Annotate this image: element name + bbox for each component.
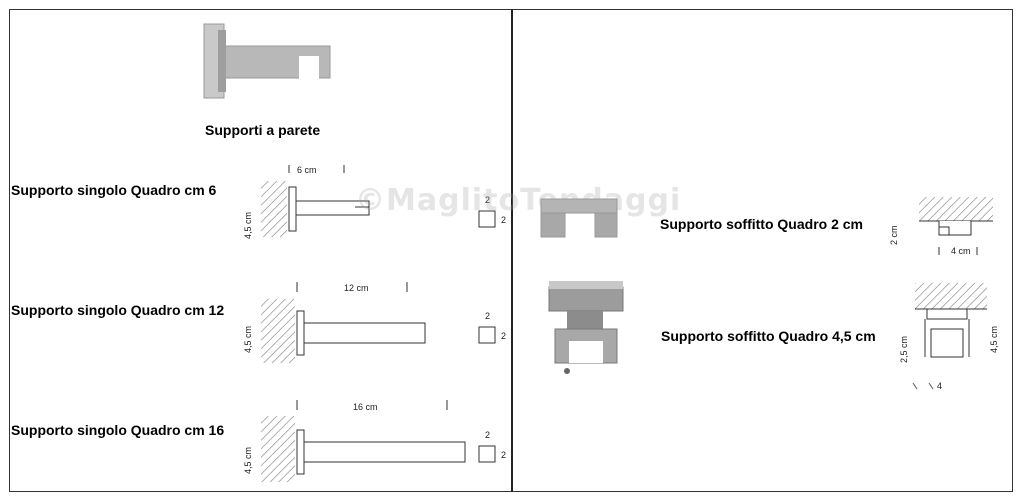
item-label-cm6: Supporto singolo Quadro cm 6 — [11, 182, 217, 198]
diagram-cm12: 12 cm 4,5 cm 2 2 — [243, 282, 506, 363]
profile-dim-text: 2 — [485, 311, 490, 321]
length-dim-text: 6 cm — [297, 165, 317, 175]
svg-text:2: 2 — [501, 450, 506, 460]
ceiling-bracket-45cm-photo — [548, 281, 624, 374]
length-dim-text: 12 cm — [344, 283, 369, 293]
profile-dim-text: 2 — [485, 430, 490, 440]
width-dim-text: 4 cm — [951, 246, 971, 256]
item-label-cm12: Supporto singolo Quadro cm 12 — [11, 302, 225, 318]
svg-text:2: 2 — [501, 215, 506, 225]
svg-text:2: 2 — [501, 331, 506, 341]
diagram-ceiling-45cm: 2,5 cm 4,5 cm 4 — [899, 283, 999, 391]
left-panel: Supporti a parete Supporto singolo Quadr… — [9, 9, 511, 492]
profile-dim-text: 2 — [485, 195, 490, 205]
height-dim-text: 4,5 cm — [243, 212, 253, 239]
wall-bracket-photo — [203, 23, 331, 99]
length-dim-text: 16 cm — [353, 402, 378, 412]
height-dim-text: 4,5 cm — [243, 326, 253, 353]
diagram-ceiling-2cm: 2 cm 4 cm — [889, 197, 993, 256]
ceiling-bracket-2cm-photo — [540, 198, 618, 238]
inner-dim-text: 2,5 cm — [899, 336, 909, 363]
item-label-cm16: Supporto singolo Quadro cm 16 — [11, 422, 225, 438]
item-label-ceiling-45cm: Supporto soffitto Quadro 4,5 cm — [661, 328, 876, 344]
diagram-cm6: 6 cm 4,5 cm 2 2 — [243, 165, 506, 239]
section-title: Supporti a parete — [205, 122, 321, 138]
panel-divider — [511, 9, 513, 492]
right-panel: Supporto soffitto Quadro 2 cm Supporto s… — [513, 9, 1013, 492]
item-label-ceiling-2cm: Supporto soffitto Quadro 2 cm — [660, 216, 863, 232]
height-dim-text: 2 cm — [889, 225, 899, 245]
height-dim-text: 4,5 cm — [989, 326, 999, 353]
height-dim-text: 4,5 cm — [243, 447, 253, 474]
diagram-cm16: 16 cm 4,5 cm 2 2 — [243, 400, 506, 482]
watermark: ©MaglitoTendaggi — [355, 183, 682, 218]
partial-dim-text: 4 — [937, 381, 942, 391]
